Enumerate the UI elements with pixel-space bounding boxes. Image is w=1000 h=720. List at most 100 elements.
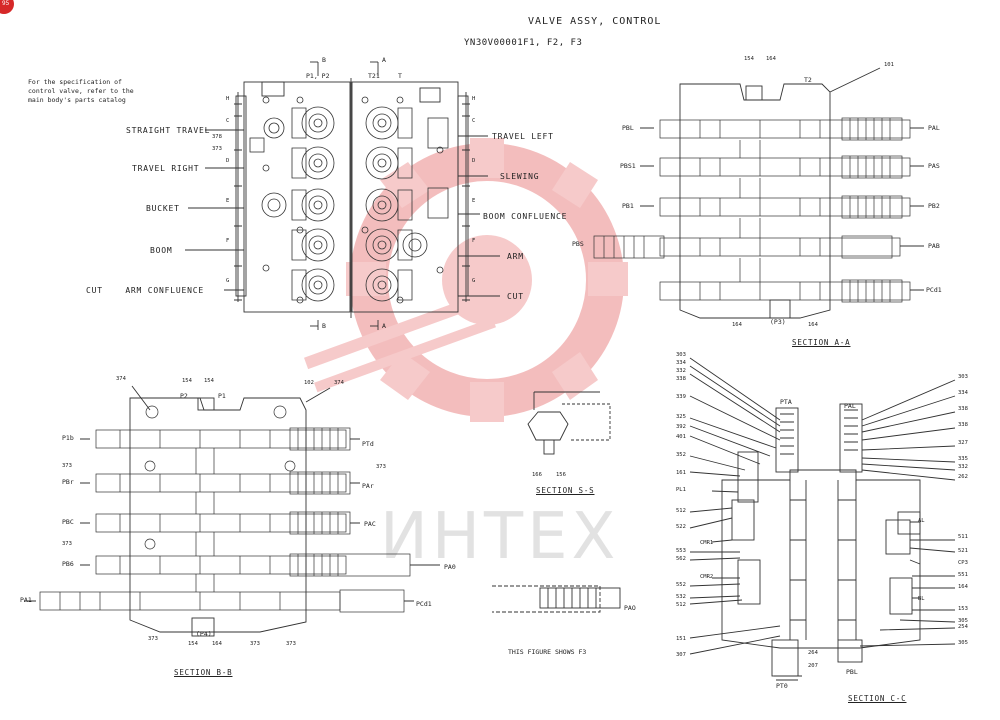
- cc-left-callout: 552: [676, 582, 686, 588]
- bb-callout-373b: 373: [62, 541, 72, 547]
- bb-port-pbc: PBC: [62, 518, 74, 526]
- cc-right-callout: 511: [958, 534, 968, 540]
- cc-right-callout: 153: [958, 606, 968, 612]
- cc-port-pta: PTA: [780, 398, 792, 406]
- bb-callout-374b: 374: [334, 380, 344, 386]
- aa-port-pab: PAB: [928, 242, 940, 250]
- bb-port-p1b: P1b: [62, 434, 74, 442]
- side-letter-right: C: [472, 118, 476, 124]
- watermark-text: ИНТЕХ: [380, 500, 620, 574]
- bb-callout-374: 374: [116, 376, 126, 382]
- aa-port-pbs: PBS: [572, 240, 584, 248]
- label-arm: ARM: [507, 252, 524, 261]
- cc-left-callout: 401: [676, 434, 686, 440]
- ss-callout-156: 156: [556, 472, 566, 478]
- cc-right-callout: CP3: [958, 560, 968, 566]
- cut-marker-a-top: A: [382, 56, 386, 64]
- side-letter-right: F: [472, 238, 476, 244]
- front-callout-378: 378: [212, 134, 222, 140]
- section-aa-drawing: [593, 67, 924, 319]
- cc-right-callout: 254: [958, 624, 968, 630]
- cc-left-callout: 338: [676, 376, 686, 382]
- label-travel-right: TRAVEL RIGHT: [132, 164, 200, 173]
- front-callout-373: 373: [212, 146, 222, 152]
- cc-port-pt0: PT0: [776, 682, 788, 690]
- cut-marker-b-bottom: B: [322, 322, 326, 330]
- bb-port-pb6: PB6: [62, 560, 74, 568]
- cc-left-callout: 161: [676, 470, 686, 476]
- cc-left-callout: 512: [676, 508, 686, 514]
- cc-left-callout: CMR2: [700, 574, 714, 580]
- label-boom: BOOM: [150, 246, 173, 255]
- section-cc-title: SECTION C-C: [848, 694, 907, 703]
- side-letter-right: H: [472, 96, 476, 102]
- cc-left-callout: 303: [676, 352, 686, 358]
- bb-port-pa1: PA1: [20, 596, 32, 604]
- bb-port-pbr: PBr: [62, 478, 74, 486]
- section-cc-drawing: [689, 357, 956, 681]
- cc-left-callout: 553: [676, 548, 686, 554]
- cc-left-callout: 332: [676, 368, 686, 374]
- cc-right-callout: 303: [958, 374, 968, 380]
- bb-port-ptd: PTd: [362, 440, 374, 448]
- cc-right-callout: BL: [918, 596, 925, 602]
- section-ss-drawing: [527, 391, 611, 455]
- aa-port-pal: PAL: [928, 124, 940, 132]
- cc-callout-207: 207: [808, 663, 818, 669]
- aa-callout-164b: 164: [732, 322, 742, 328]
- label-travel-left: TRAVEL LEFT: [492, 132, 554, 141]
- aa-callout-101: 101: [884, 62, 894, 68]
- label-cut-arm-confluence: CUT ARM CONFLUENCE: [86, 286, 204, 295]
- cc-left-callout: 562: [676, 556, 686, 562]
- aa-callout-154: 154: [744, 56, 754, 62]
- section-pao-drawing: [492, 585, 621, 613]
- label-bucket: BUCKET: [146, 204, 180, 213]
- cc-left-callout: 532: [676, 594, 686, 600]
- side-letter-right: G: [472, 278, 476, 284]
- label-straight-travel: STRAIGHT TRAVEL: [126, 126, 211, 135]
- cc-right-callout: 551: [958, 572, 968, 578]
- cc-port-pal: PAL: [844, 402, 856, 410]
- cc-left-callout: CMR1: [700, 540, 714, 546]
- cc-left-callout: PL1: [676, 487, 686, 493]
- section-bb-title: SECTION B-B: [174, 668, 233, 677]
- cut-marker-b-top: B: [322, 56, 326, 64]
- cc-left-callout: 522: [676, 524, 686, 530]
- cc-right-callout: 305: [958, 640, 968, 646]
- aa-port-pbs1: PBS1: [620, 162, 636, 170]
- cc-callout-264: 264: [808, 650, 818, 656]
- bb-callout-373d: 373: [148, 636, 158, 642]
- cc-right-callout: 334: [958, 390, 968, 396]
- aa-port-pbl: PBL: [622, 124, 634, 132]
- side-letter-left: C: [226, 118, 230, 124]
- aa-port-pb2: PB2: [928, 202, 940, 210]
- drawing-title: VALVE ASSY, CONTROL: [528, 16, 662, 27]
- bb-callout-373f: 373: [286, 641, 296, 647]
- part-code: YN30V00001F1, F2, F3: [464, 38, 583, 48]
- bb-port-p4: (P4): [196, 630, 212, 638]
- pao-label: PAO: [624, 604, 636, 612]
- section-bb-drawing: [24, 385, 440, 637]
- cc-right-callout: AL: [918, 518, 925, 524]
- cc-right-callout: 305: [958, 618, 968, 624]
- bb-callout-154c: 154: [188, 641, 198, 647]
- bb-port-p1: P1: [218, 392, 226, 400]
- side-letter-left: F: [226, 238, 230, 244]
- aa-port-t2: T2: [804, 76, 812, 84]
- section-ss-title: SECTION S-S: [536, 486, 595, 495]
- label-slewing: SLEWING: [500, 172, 540, 181]
- cc-right-callout: 521: [958, 548, 968, 554]
- bb-callout-164: 164: [212, 641, 222, 647]
- cc-left-callout: 512: [676, 602, 686, 608]
- front-view-drawing: [185, 61, 500, 330]
- front-port-t: T: [398, 72, 402, 80]
- page-badge: 95: [0, 0, 14, 14]
- bb-callout-373a: 373: [62, 463, 72, 469]
- side-letter-left: E: [226, 198, 230, 204]
- cc-right-callout: 338: [958, 422, 968, 428]
- bb-callout-102: 102: [304, 380, 314, 386]
- bb-port-p2: P2: [180, 392, 188, 400]
- aa-port-pb1: PB1: [622, 202, 634, 210]
